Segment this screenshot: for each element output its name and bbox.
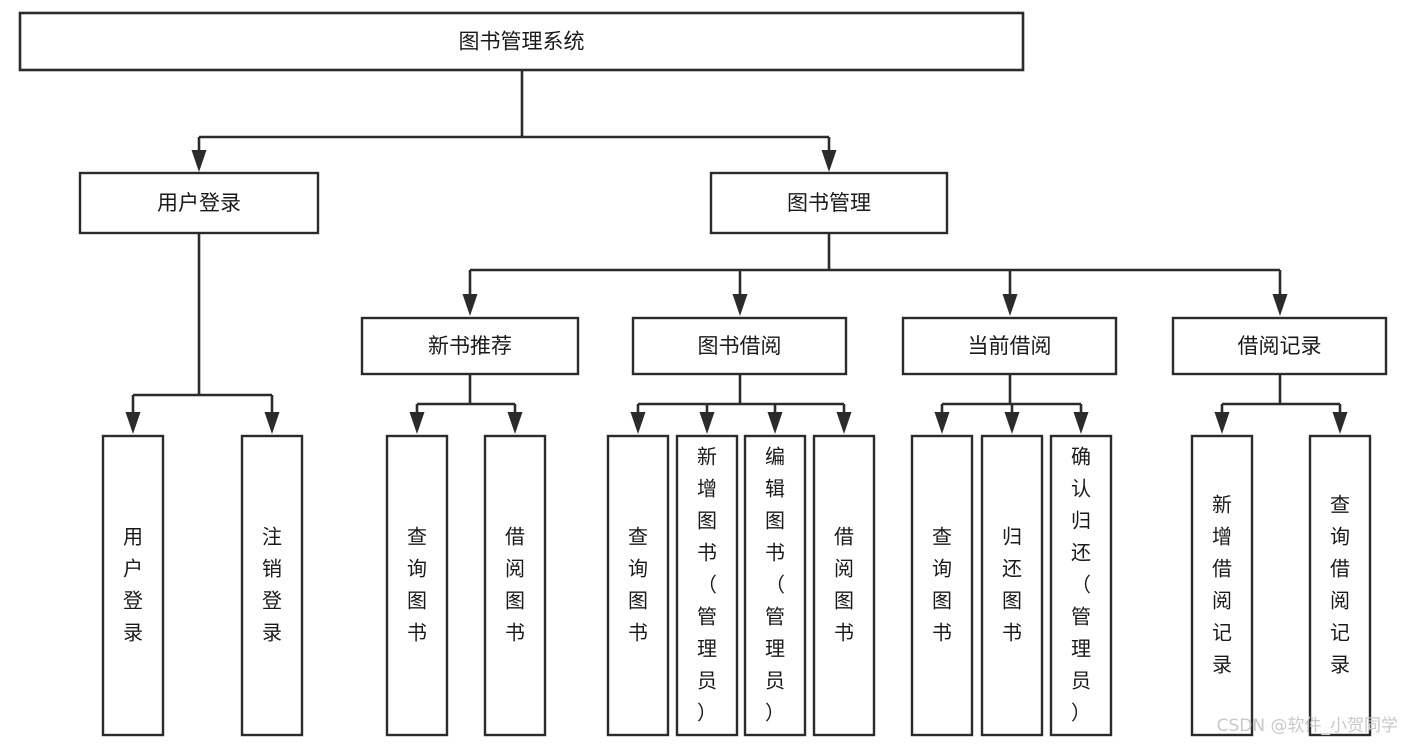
node-label-leaf-edit-book: 编辑图书（管理员） [765,444,785,724]
csdn-watermark: CSDN @软件_小贺同学 [1217,716,1398,736]
node-label-leaf-query-book-3: 查询图书 [932,524,952,644]
node-label-leaf-borrow-book-2: 借阅图书 [834,524,854,644]
node-current[interactable]: 当前借阅 [901,316,1118,376]
connector-bus-record [1214,374,1348,434]
connector-bus-login [125,233,280,434]
node-leaf-query-record[interactable]: 查询借阅记录 [1308,434,1372,737]
node-layer: 图书管理系统用户登录图书管理新书推荐图书借阅当前借阅借阅记录用户登录注销登录查询… [18,11,1388,737]
node-box-record[interactable] [1171,316,1388,376]
node-leaf-confirm-return[interactable]: 确认归还（管理员） [1049,434,1113,737]
node-box-root[interactable] [18,11,1025,72]
node-label-leaf-confirm-return: 确认归还（管理员） [1071,444,1091,724]
connector-bus-current [934,374,1089,434]
node-label-leaf-return-book: 归还图书 [1002,524,1022,644]
node-label-login: 用户登录 [157,191,241,215]
node-label-leaf-query-book-1: 查询图书 [407,524,427,644]
node-label-leaf-query-book-2: 查询图书 [628,524,648,644]
node-label-leaf-add-book: 新增图书（管理员） [697,444,717,724]
node-box-leaf-query-book-1[interactable] [385,434,449,737]
node-box-bookmgmt[interactable] [709,171,949,235]
node-box-leaf-logout[interactable] [240,434,304,737]
node-leaf-add-book[interactable]: 新增图书（管理员） [675,434,739,737]
node-leaf-query-book-3[interactable]: 查询图书 [910,434,974,737]
connector-bus-borrow [630,374,852,434]
node-label-root: 图书管理系统 [459,30,585,54]
node-box-leaf-add-record[interactable] [1190,434,1254,737]
node-leaf-return-book[interactable]: 归还图书 [980,434,1044,737]
node-leaf-borrow-book-2[interactable]: 借阅图书 [812,434,876,737]
connector-layer [125,70,1348,434]
node-label-leaf-query-record: 查询借阅记录 [1330,492,1350,676]
node-leaf-edit-book[interactable]: 编辑图书（管理员） [743,434,807,737]
node-box-leaf-query-record[interactable] [1308,434,1372,737]
node-box-leaf-add-book[interactable] [675,434,739,737]
node-borrow[interactable]: 图书借阅 [631,316,848,376]
node-bookmgmt[interactable]: 图书管理 [709,171,949,235]
node-box-leaf-query-book-3[interactable] [910,434,974,737]
node-box-borrow[interactable] [631,316,848,376]
node-box-newbook[interactable] [360,316,580,376]
node-leaf-add-record[interactable]: 新增借阅记录 [1190,434,1254,737]
node-box-leaf-borrow-book-2[interactable] [812,434,876,737]
node-label-borrow: 图书借阅 [698,334,782,358]
node-label-record: 借阅记录 [1238,334,1322,358]
node-leaf-user-login[interactable]: 用户登录 [101,434,165,737]
node-box-leaf-return-book[interactable] [980,434,1044,737]
node-box-leaf-query-book-2[interactable] [606,434,670,737]
node-label-leaf-logout: 注销登录 [262,524,282,644]
node-root[interactable]: 图书管理系统 [18,11,1025,72]
node-box-leaf-edit-book[interactable] [743,434,807,737]
node-box-current[interactable] [901,316,1118,376]
node-leaf-logout[interactable]: 注销登录 [240,434,304,737]
node-label-current: 当前借阅 [968,334,1052,358]
node-box-leaf-user-login[interactable] [101,434,165,737]
node-label-leaf-borrow-book-1: 借阅图书 [505,524,525,644]
node-newbook[interactable]: 新书推荐 [360,316,580,376]
connector-bus-newbook [409,374,523,434]
node-label-leaf-user-login: 用户登录 [123,524,143,644]
node-login[interactable]: 用户登录 [78,171,320,235]
node-label-leaf-add-record: 新增借阅记录 [1212,492,1232,676]
connector-bus-bookmgmt [462,233,1288,316]
node-leaf-query-book-2[interactable]: 查询图书 [606,434,670,737]
node-box-leaf-confirm-return[interactable] [1049,434,1113,737]
node-record[interactable]: 借阅记录 [1171,316,1388,376]
node-label-bookmgmt: 图书管理 [787,191,871,215]
node-box-leaf-borrow-book-1[interactable] [483,434,547,737]
node-leaf-query-book-1[interactable]: 查询图书 [385,434,449,737]
node-box-login[interactable] [78,171,320,235]
node-leaf-borrow-book-1[interactable]: 借阅图书 [483,434,547,737]
node-label-newbook: 新书推荐 [428,334,512,358]
connector-bus-root [191,70,837,172]
